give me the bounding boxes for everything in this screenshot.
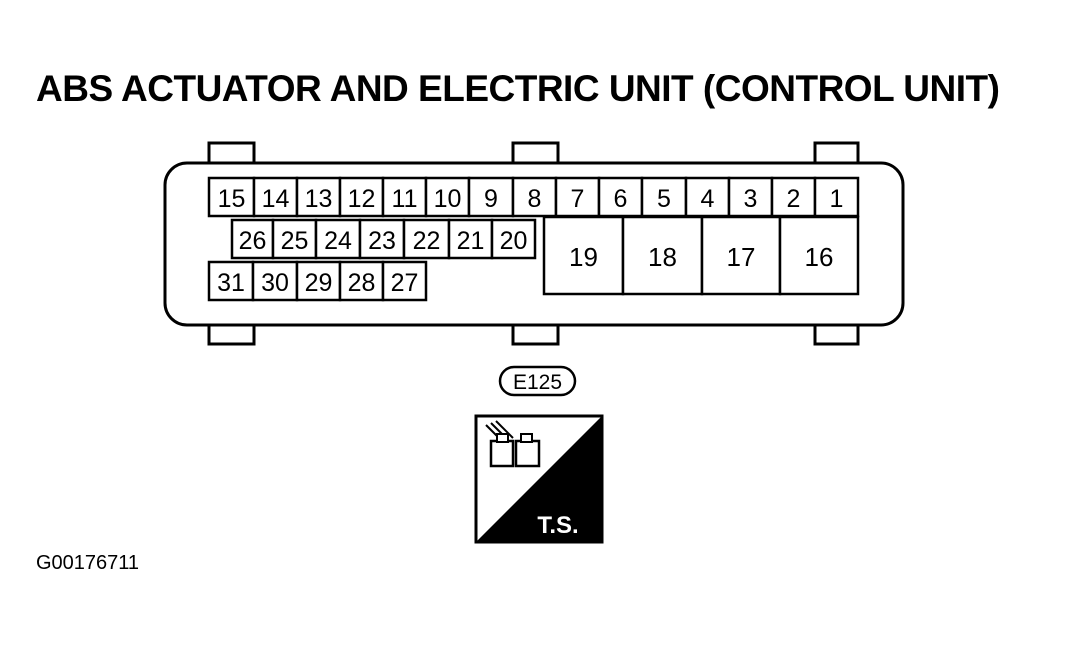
ts-label: T.S. (537, 512, 578, 539)
pin-cell-20 (490, 218, 537, 260)
harness-connector-icon (485, 420, 541, 468)
pin-cell-23 (358, 218, 406, 260)
pin-label-23: 23 (368, 227, 396, 255)
pin-label-28: 28 (348, 269, 376, 297)
pin-label-20: 20 (500, 227, 528, 255)
ts-symbol: T.S. (474, 414, 604, 544)
pin-label-24: 24 (324, 227, 352, 255)
pin-cell-9 (467, 176, 515, 218)
pin-label-25: 25 (281, 227, 309, 255)
pin-label-15: 15 (218, 185, 246, 213)
pin-label-14: 14 (262, 185, 290, 213)
pin-cell-1 (813, 176, 860, 218)
pin-cell-22 (402, 218, 451, 260)
pin-cell-17 (700, 215, 782, 296)
pin-label-26: 26 (239, 227, 267, 255)
pin-label-19: 19 (569, 242, 598, 272)
connector-id-badge (498, 365, 577, 397)
pin-cell-15 (207, 176, 256, 218)
pin-label-13: 13 (305, 185, 333, 213)
pin-cell-24 (314, 218, 362, 260)
pin-label-4: 4 (701, 185, 715, 213)
pin-cell-31 (207, 260, 255, 302)
pin-cell-11 (381, 176, 428, 218)
pin-label-18: 18 (648, 242, 677, 272)
pin-cell-26 (230, 218, 275, 260)
pin-label-5: 5 (657, 185, 671, 213)
pin-cell-8 (511, 176, 558, 218)
pin-cell-16 (778, 215, 860, 296)
pin-label-29: 29 (305, 269, 333, 297)
connector-id-label: E125 (513, 371, 562, 394)
pin-cell-18 (621, 215, 704, 296)
pin-label-6: 6 (614, 185, 628, 213)
pin-label-7: 7 (571, 185, 585, 213)
pin-label-17: 17 (727, 242, 756, 272)
pin-cell-6 (597, 176, 644, 218)
pin-label-12: 12 (348, 185, 376, 213)
pin-label-8: 8 (528, 185, 542, 213)
pin-label-9: 9 (484, 185, 498, 213)
pin-label-27: 27 (391, 269, 419, 297)
pin-label-1: 1 (830, 185, 844, 213)
pin-label-21: 21 (457, 227, 485, 255)
pin-cell-27 (381, 260, 428, 302)
pin-label-3: 3 (744, 185, 758, 213)
pin-label-22: 22 (413, 227, 441, 255)
diagram-title: ABS ACTUATOR AND ELECTRIC UNIT (CONTROL … (36, 68, 1000, 109)
pin-label-31: 31 (217, 269, 245, 297)
pin-label-10: 10 (434, 185, 462, 213)
pin-label-16: 16 (805, 242, 834, 272)
pin-label-30: 30 (261, 269, 289, 297)
figure-id: G00176711 (36, 552, 140, 574)
pin-label-2: 2 (787, 185, 801, 213)
pin-label-11: 11 (392, 185, 418, 213)
